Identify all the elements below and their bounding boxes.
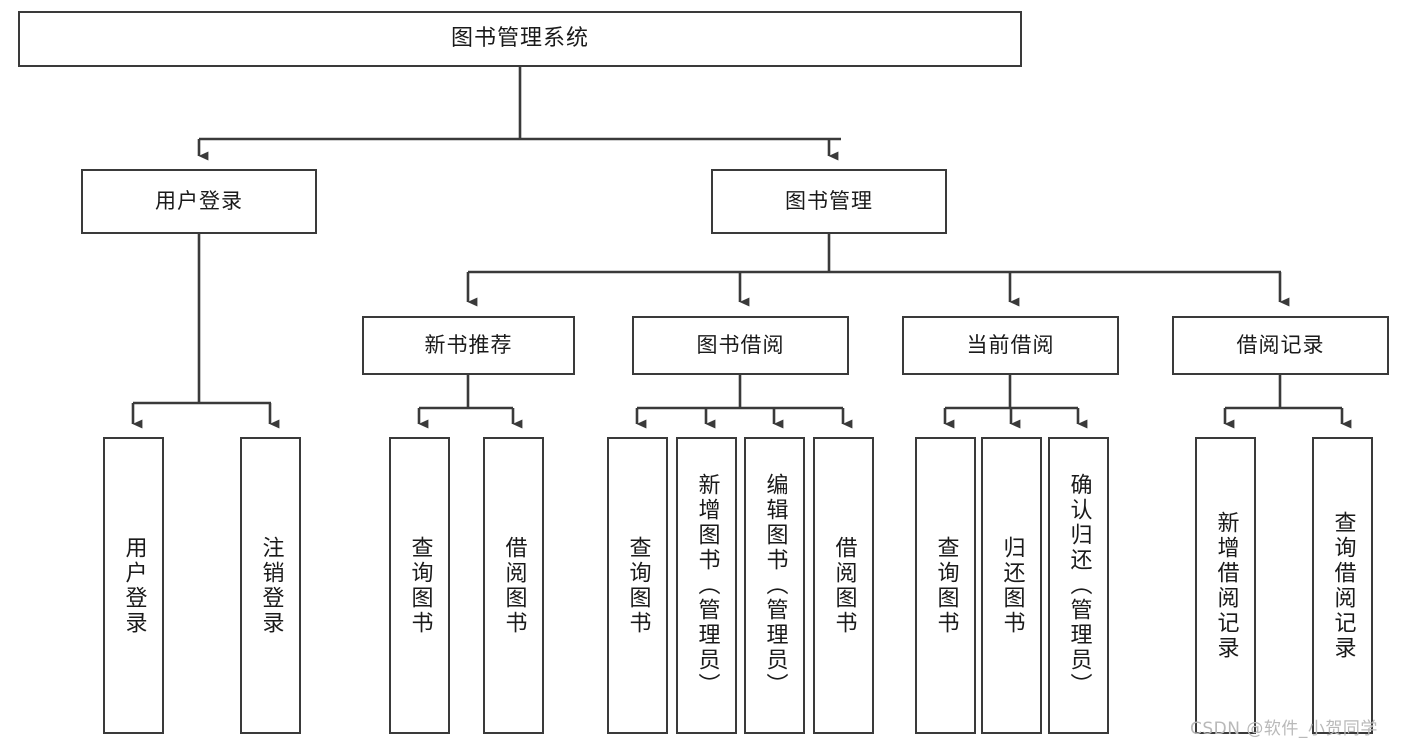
node-leaf-add-book[interactable]: 新增图书（管理员） [676, 437, 737, 734]
node-label: 新增借阅记录 [1213, 510, 1239, 661]
node-label: 借阅图书 [501, 535, 527, 636]
node-label: 确认归还（管理员） [1066, 473, 1092, 698]
node-book-management-system[interactable]: 图书管理系统 [18, 11, 1022, 67]
node-leaf-borrow-book-2[interactable]: 借阅图书 [813, 437, 874, 734]
node-label: 借阅记录 [1236, 333, 1325, 358]
node-book-manage[interactable]: 图书管理 [711, 169, 947, 234]
node-user-login[interactable]: 用户登录 [81, 169, 317, 234]
node-label: 用户登录 [155, 189, 243, 214]
node-label: 注销登录 [258, 535, 284, 636]
node-label: 用户登录 [121, 535, 147, 636]
node-current-borrow[interactable]: 当前借阅 [902, 316, 1119, 375]
node-book-borrow[interactable]: 图书借阅 [632, 316, 849, 375]
node-label: 查询借阅记录 [1330, 510, 1356, 661]
node-label: 编辑图书（管理员） [762, 473, 788, 698]
node-leaf-user-login[interactable]: 用户登录 [103, 437, 164, 734]
node-leaf-logout[interactable]: 注销登录 [240, 437, 301, 734]
node-borrow-record[interactable]: 借阅记录 [1172, 316, 1389, 375]
node-leaf-edit-book[interactable]: 编辑图书（管理员） [744, 437, 805, 734]
node-label: 查询图书 [933, 535, 959, 636]
node-label: 查询图书 [625, 535, 651, 636]
node-leaf-query-book-1[interactable]: 查询图书 [389, 437, 450, 734]
node-label: 图书管理 [785, 189, 873, 214]
node-label: 图书借阅 [696, 333, 785, 358]
node-label: 图书管理系统 [450, 26, 589, 52]
node-label: 新书推荐 [424, 333, 513, 358]
node-leaf-return-book[interactable]: 归还图书 [981, 437, 1042, 734]
node-leaf-borrow-book-1[interactable]: 借阅图书 [483, 437, 544, 734]
node-label: 新增图书（管理员） [694, 473, 720, 698]
node-new-book-recommend[interactable]: 新书推荐 [362, 316, 575, 375]
node-label: 查询图书 [407, 535, 433, 636]
node-label: 借阅图书 [831, 535, 857, 636]
node-label: 当前借阅 [966, 333, 1055, 358]
node-leaf-add-record[interactable]: 新增借阅记录 [1195, 437, 1256, 734]
node-leaf-confirm-return[interactable]: 确认归还（管理员） [1048, 437, 1109, 734]
node-leaf-query-book-2[interactable]: 查询图书 [607, 437, 668, 734]
node-leaf-query-book-3[interactable]: 查询图书 [915, 437, 976, 734]
node-label: 归还图书 [999, 535, 1025, 636]
node-leaf-query-record[interactable]: 查询借阅记录 [1312, 437, 1373, 734]
